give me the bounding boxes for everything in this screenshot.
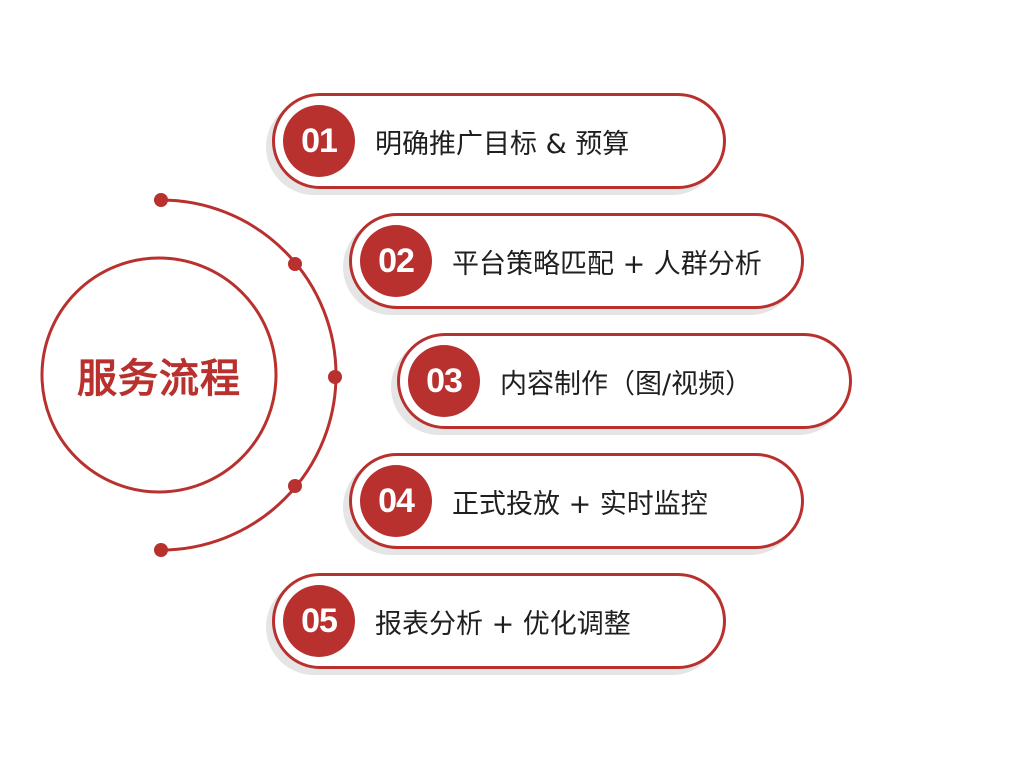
step-label: 明确推广目标 & 预算 <box>375 128 630 160</box>
step-number-badge: 03 <box>408 345 480 417</box>
center-circle <box>40 256 278 494</box>
arc-end-dot-top <box>154 193 168 207</box>
arc-dot-step-02 <box>288 257 302 271</box>
step-item-01: 01 明确推广目标 & 预算 <box>272 93 726 189</box>
step-number-badge: 02 <box>360 225 432 297</box>
step-number-badge: 05 <box>283 585 355 657</box>
step-item-03: 03 内容制作（图/视频） <box>397 333 852 429</box>
step-item-02: 02 平台策略匹配 + 人群分析 <box>349 213 804 309</box>
arc-dot-step-04 <box>288 479 302 493</box>
step-label: 内容制作（图/视频） <box>500 368 753 400</box>
step-item-05: 05 报表分析 + 优化调整 <box>272 573 726 669</box>
arc-end-dot-bottom <box>154 543 168 557</box>
step-number-badge: 04 <box>360 465 432 537</box>
step-item-04: 04 正式投放 + 实时监控 <box>349 453 804 549</box>
step-label: 报表分析 + 优化调整 <box>375 608 631 640</box>
step-number-badge: 01 <box>283 105 355 177</box>
step-label: 正式投放 + 实时监控 <box>452 488 708 520</box>
step-label: 平台策略匹配 + 人群分析 <box>452 248 762 280</box>
arc-dot-step-03 <box>328 370 342 384</box>
center-title: 服务流程 <box>77 356 241 402</box>
